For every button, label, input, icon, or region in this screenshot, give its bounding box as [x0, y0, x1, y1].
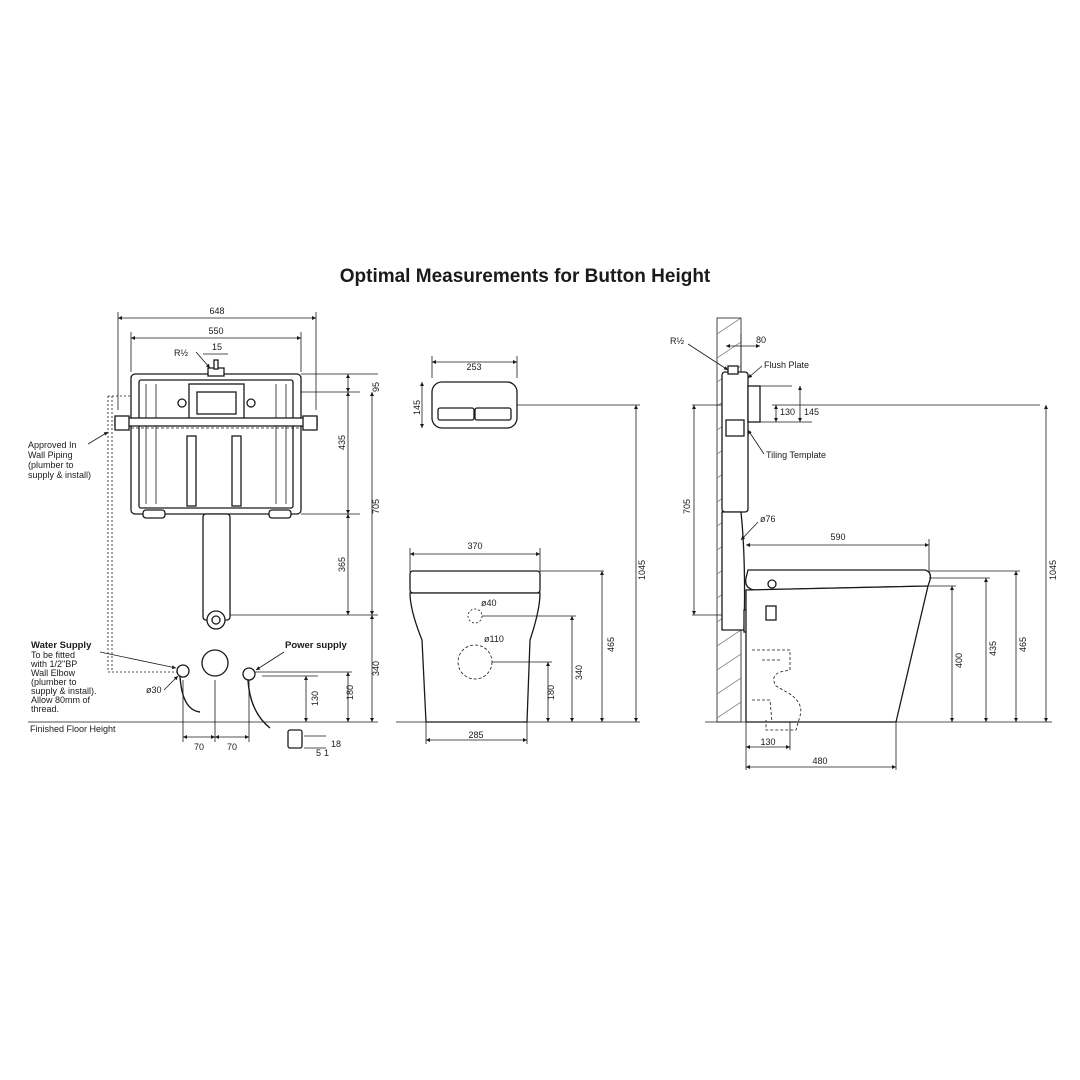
dim-d110: ø110 — [484, 634, 504, 644]
water-note-3: Wall Elbow — [31, 668, 76, 678]
power-supply-fitting — [242, 667, 256, 681]
water-note-4: (plumber to — [31, 677, 77, 687]
side-dim-130-bottom: 130 — [760, 737, 775, 747]
side-dim-80: 80 — [756, 335, 766, 345]
side-dim-145: 145 — [804, 407, 819, 417]
flush-pipe-side — [721, 511, 746, 631]
dim-705-left: 705 — [371, 499, 381, 514]
dim-145-front: 145 — [412, 400, 422, 415]
note-approved-2: Wall Piping — [28, 450, 73, 460]
side-dim-130-top: 130 — [780, 407, 795, 417]
side-dim-705: 705 — [682, 499, 692, 514]
cistern-side — [721, 371, 749, 513]
dim-130-left: 130 — [310, 691, 320, 706]
side-dim-400: 400 — [954, 653, 964, 668]
water-note-6: Allow 80mm of — [31, 695, 91, 705]
water-note-1: To be fitted — [31, 650, 75, 660]
dim-340-left: 340 — [371, 661, 381, 676]
toilet-seat-front — [409, 570, 541, 594]
water-note-7: thread. — [31, 704, 59, 714]
dim-1045-front: 1045 — [637, 560, 647, 580]
dim-70b: 70 — [227, 742, 237, 752]
page-title: Optimal Measurements for Button Height — [339, 266, 711, 287]
tiling-template-label: Tiling Template — [766, 450, 826, 460]
side-dim-480: 480 — [812, 756, 827, 766]
dim-180-left: 180 — [345, 685, 355, 700]
side-dim-d76: ø76 — [760, 514, 776, 524]
dim-70a: 70 — [194, 742, 204, 752]
dim-370: 370 — [467, 541, 482, 551]
note-approved-1: Approved In — [28, 440, 77, 450]
power-supply-label: Power supply — [285, 640, 347, 651]
water-supply-title: Water Supply — [31, 640, 92, 651]
water-note-5: supply & install). — [31, 686, 97, 696]
dim-15: 15 — [212, 342, 222, 352]
side-view: R½ 80 Flush Plate 130 145 Tiling Templat… — [670, 317, 1058, 770]
side-dim-435: 435 — [988, 641, 998, 656]
flush-plate-label: Flush Plate — [764, 360, 809, 370]
dim-r-half: R½ — [174, 348, 188, 358]
dim-648: 648 — [209, 306, 224, 316]
dim-d30: ø30 — [146, 685, 162, 695]
dim-365: 365 — [337, 557, 347, 572]
dim-d40: ø40 — [481, 598, 497, 608]
dim-1: 1 — [324, 748, 329, 758]
floor-label: Finished Floor Height — [30, 724, 116, 734]
water-note-2: with 1/2"BP — [30, 659, 77, 669]
dim-550: 550 — [208, 326, 223, 336]
side-dim-465: 465 — [1018, 637, 1028, 652]
flush-plate-front — [431, 381, 518, 429]
dim-95: 95 — [371, 382, 381, 392]
dim-340-front: 340 — [574, 665, 584, 680]
note-approved-4: supply & install) — [28, 470, 91, 480]
flush-pipe — [202, 513, 231, 621]
dim-465-front: 465 — [606, 637, 616, 652]
front-view: 253 145 370 ø40 ø110 340 180 465 1045 28… — [396, 356, 647, 744]
side-dim-1045: 1045 — [1048, 560, 1058, 580]
toilet-bowl-front — [409, 592, 541, 723]
note-approved-3: (plumber to — [28, 460, 74, 470]
dim-5: 5 — [316, 748, 321, 758]
dim-180-front: 180 — [546, 685, 556, 700]
cistern-view: 648 550 R½ 15 — [28, 306, 381, 758]
water-supply-fitting — [176, 664, 190, 678]
side-dim-590: 590 — [830, 532, 845, 542]
dim-253: 253 — [466, 362, 481, 372]
dim-285: 285 — [468, 730, 483, 740]
side-dim-r-half: R½ — [670, 336, 684, 346]
dim-18: 18 — [331, 739, 341, 749]
dim-435: 435 — [337, 435, 347, 450]
